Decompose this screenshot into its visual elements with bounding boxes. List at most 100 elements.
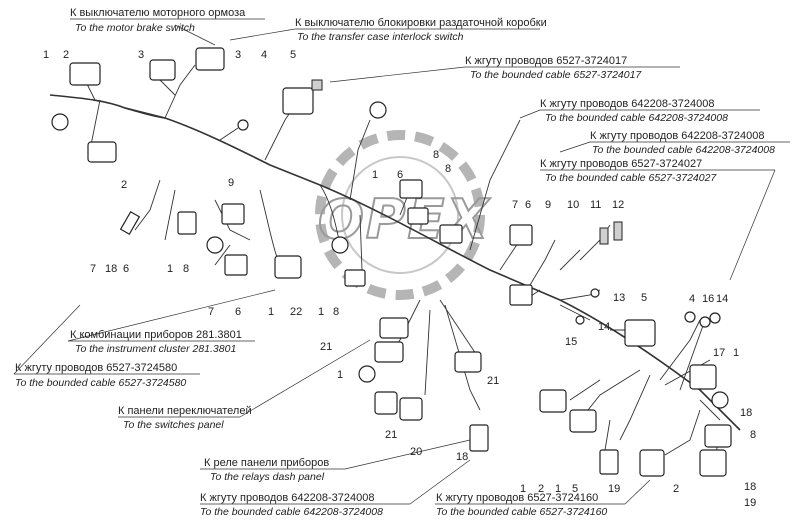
part-number: 1 xyxy=(167,263,173,275)
part-number: 4 xyxy=(261,49,267,61)
callout-en-motor-brake: To the motor brake switch xyxy=(75,22,195,34)
marker-4 xyxy=(331,236,349,254)
part-number: 1 xyxy=(318,306,324,318)
callout-en-switches-panel: To the switches panel xyxy=(123,419,224,431)
part-number: 17 xyxy=(713,347,725,359)
connector-19-right xyxy=(699,449,727,477)
callout-ru-cable-642208-a: К жгуту проводов 642208-3724008 xyxy=(540,98,714,110)
callout-ru-cable-3724027: К жгуту проводов 6527-3724027 xyxy=(540,158,702,170)
part-number: 9 xyxy=(228,177,234,189)
callout-en-instrument-cluster: To the instrument cluster 281.3801 xyxy=(75,343,236,355)
lug-14 xyxy=(575,315,585,325)
connector-11 xyxy=(599,227,609,245)
part-number: 3 xyxy=(235,49,241,61)
callout-en-cable-642208-a: To the bounded cable 642208-3724008 xyxy=(545,112,728,124)
connector-8-a xyxy=(399,179,423,199)
lug-4 xyxy=(684,311,696,323)
callout-en-relays-dash: To the relays dash panel xyxy=(210,471,325,483)
part-number: 18 xyxy=(740,407,752,419)
callout-ru-cable-3724580: К жгуту проводов 6527-3724580 xyxy=(15,362,177,374)
part-number: 15 xyxy=(565,336,577,348)
connector-22 xyxy=(274,255,302,279)
part-number: 4 xyxy=(689,293,695,305)
part-number: 1 xyxy=(372,169,378,181)
part-number: 8 xyxy=(445,163,451,175)
part-number: 13 xyxy=(613,292,625,304)
callout-ru-relays-dash: К реле панели приборов xyxy=(204,457,329,469)
connector-21-d xyxy=(374,391,398,415)
watermark: OPEX xyxy=(315,130,489,300)
connector-20 xyxy=(469,424,489,452)
part-number: 8 xyxy=(433,149,439,161)
part-number: 9 xyxy=(545,199,551,211)
callout-ru-transfer-case: К выключателю блокировки раздаточной кор… xyxy=(295,17,547,29)
connector-8-right xyxy=(704,424,732,448)
part-number: 5 xyxy=(641,292,647,304)
leader-lines xyxy=(13,18,790,505)
callout-en-cable-3724017: To the bounded cable 6527-3724017 xyxy=(470,69,642,81)
marker-1 xyxy=(51,113,69,131)
connector-3-right xyxy=(195,47,225,71)
part-number: 7 xyxy=(512,199,518,211)
connector-2-top xyxy=(69,62,101,86)
callout-en-cable-3724580: To the bounded cable 6527-3724580 xyxy=(15,377,186,389)
connector-19-left xyxy=(599,449,619,475)
callout-en-cable-3724160: To the bounded cable 6527-3724160 xyxy=(436,506,607,518)
connector-7 xyxy=(119,211,141,235)
part-number: 19 xyxy=(608,483,620,495)
part-number: 10 xyxy=(567,199,579,211)
part-number: 6 xyxy=(123,263,129,275)
callout-ru-cable-3724160: К жгуту проводов 6527-3724160 xyxy=(436,492,598,504)
part-number: 18 xyxy=(744,481,756,493)
part-number: 14 xyxy=(598,321,610,333)
connector-4 xyxy=(237,119,249,131)
part-number: 11 xyxy=(590,199,601,211)
callout-ru-cable-642208-c: К жгуту проводов 642208-3724008 xyxy=(200,492,374,504)
part-number: 2 xyxy=(63,49,69,61)
lug-14-right xyxy=(709,312,721,324)
connector-5-top xyxy=(282,87,314,115)
connector-8-left xyxy=(177,211,197,235)
connector-21-c xyxy=(454,351,482,373)
part-number: 7 xyxy=(208,306,214,318)
marker-6 xyxy=(711,391,729,409)
part-number: 14 xyxy=(716,293,728,305)
connector-8-c xyxy=(439,224,463,244)
marker-2 xyxy=(206,236,224,254)
callout-ru-motor-brake: К выключателю моторного ормоза xyxy=(70,7,246,19)
part-number: 2 xyxy=(673,483,679,495)
part-number: 21 xyxy=(320,341,332,353)
part-number: 21 xyxy=(385,429,397,441)
connector-6-right xyxy=(509,224,533,246)
part-number: 5 xyxy=(290,49,296,61)
part-number: 2 xyxy=(538,483,544,495)
connector-6-left xyxy=(224,254,248,276)
callout-ru-switches-panel: К панели переключателей xyxy=(118,405,252,417)
part-number: 1 xyxy=(555,483,561,495)
part-number: 1 xyxy=(337,369,343,381)
connector-8-b xyxy=(407,207,429,225)
connectors xyxy=(51,47,732,477)
part-numbers: 1 2 3 3 4 5 6 1 2 7 18 6 1 8 9 7 6 1 22 … xyxy=(43,49,756,509)
connector-5-right xyxy=(624,319,656,347)
part-number: 12 xyxy=(612,199,624,211)
connector-21-e xyxy=(399,397,423,421)
part-number: 18 xyxy=(105,263,117,275)
connector-2-left xyxy=(87,141,117,163)
lug-13 xyxy=(590,288,600,298)
callout-en-cable-642208-b: To the bounded cable 642208-3724008 xyxy=(592,144,775,156)
callout-en-transfer-case: To the transfer case interlock switch xyxy=(297,31,464,43)
part-number: 5 xyxy=(572,483,578,495)
part-number: 7 xyxy=(90,263,96,275)
part-number: 6 xyxy=(525,199,531,211)
part-number: 1 xyxy=(520,483,526,495)
part-number: 22 xyxy=(290,306,302,318)
part-number: 1 xyxy=(268,306,274,318)
part-number: 8 xyxy=(333,306,339,318)
connector-3-left xyxy=(149,59,176,81)
part-number: 21 xyxy=(487,375,499,387)
connector-9-right xyxy=(509,284,533,306)
callout-en-cable-3724027: To the bounded cable 6527-3724027 xyxy=(545,172,717,184)
part-number: 8 xyxy=(183,263,189,275)
